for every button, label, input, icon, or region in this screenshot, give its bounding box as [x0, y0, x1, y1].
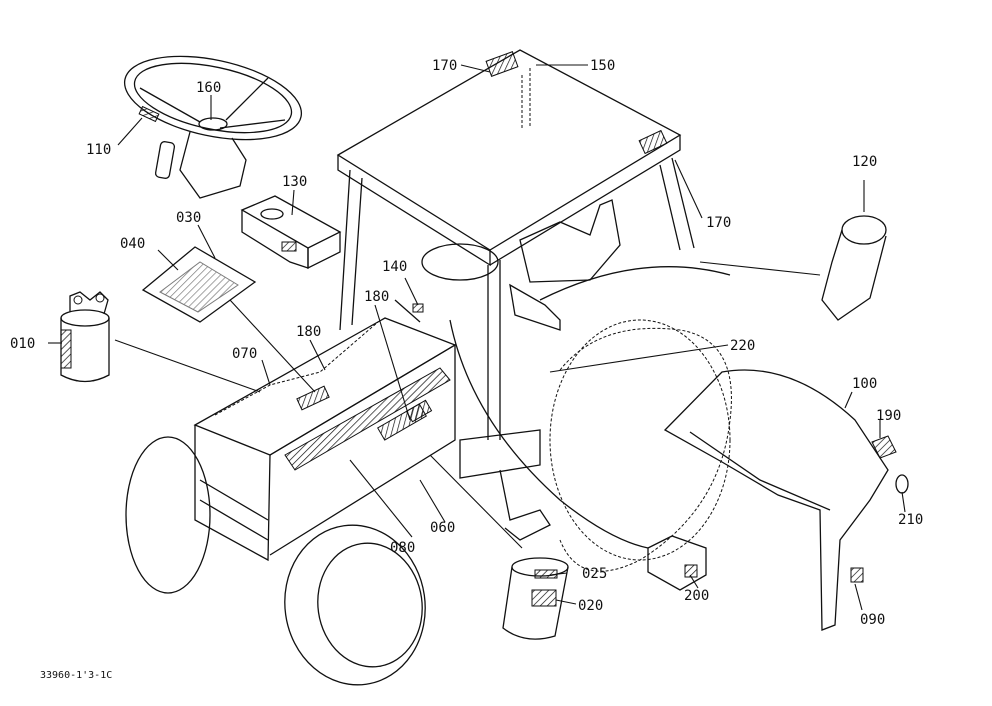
- hood-body: [193, 317, 457, 562]
- oil-filter: [429, 454, 569, 640]
- label-130: 130: [282, 174, 307, 190]
- label-020: 020: [578, 598, 603, 614]
- leader-lines: [48, 64, 906, 611]
- label-030: 030: [176, 210, 201, 226]
- label-070: 070: [232, 346, 257, 362]
- label-210: 210: [898, 512, 923, 528]
- label-200: 200: [684, 588, 709, 604]
- fender: [663, 369, 909, 631]
- side-console: [240, 195, 342, 270]
- label-100: 100: [852, 376, 877, 392]
- instrument-plate: [141, 246, 316, 393]
- label-010: 010: [10, 336, 35, 352]
- front-wheels: [125, 436, 426, 686]
- label-140: 140: [382, 259, 407, 275]
- label-080: 080: [390, 540, 415, 556]
- rear-wheel: [539, 266, 732, 572]
- label-160: 160: [196, 80, 221, 96]
- fuel-filter: [60, 291, 261, 393]
- cab-frame: [336, 49, 695, 440]
- switch-unit: [449, 319, 707, 591]
- step-linkage: [394, 299, 551, 541]
- label-120: 120: [852, 154, 877, 170]
- air-cleaner-cap: [699, 215, 887, 321]
- label-190: 190: [876, 408, 901, 424]
- label-110: 110: [86, 142, 111, 158]
- label-025: 025: [582, 566, 607, 582]
- label-040: 040: [120, 236, 145, 252]
- label-220: 220: [730, 338, 755, 354]
- label-150: 150: [590, 58, 615, 74]
- label-090: 090: [860, 612, 885, 628]
- drawing-code: 33960-1'3-1C: [40, 670, 112, 681]
- label-170-right: 170: [706, 215, 731, 231]
- label-170-top: 170: [432, 58, 457, 74]
- part-labels: 010 020 025 030 040 060 070 080 090 100 …: [10, 58, 923, 628]
- label-060: 060: [430, 520, 455, 536]
- label-180-lower: 180: [296, 324, 321, 340]
- steering-wheel: [123, 55, 303, 199]
- label-180-upper: 180: [364, 289, 389, 305]
